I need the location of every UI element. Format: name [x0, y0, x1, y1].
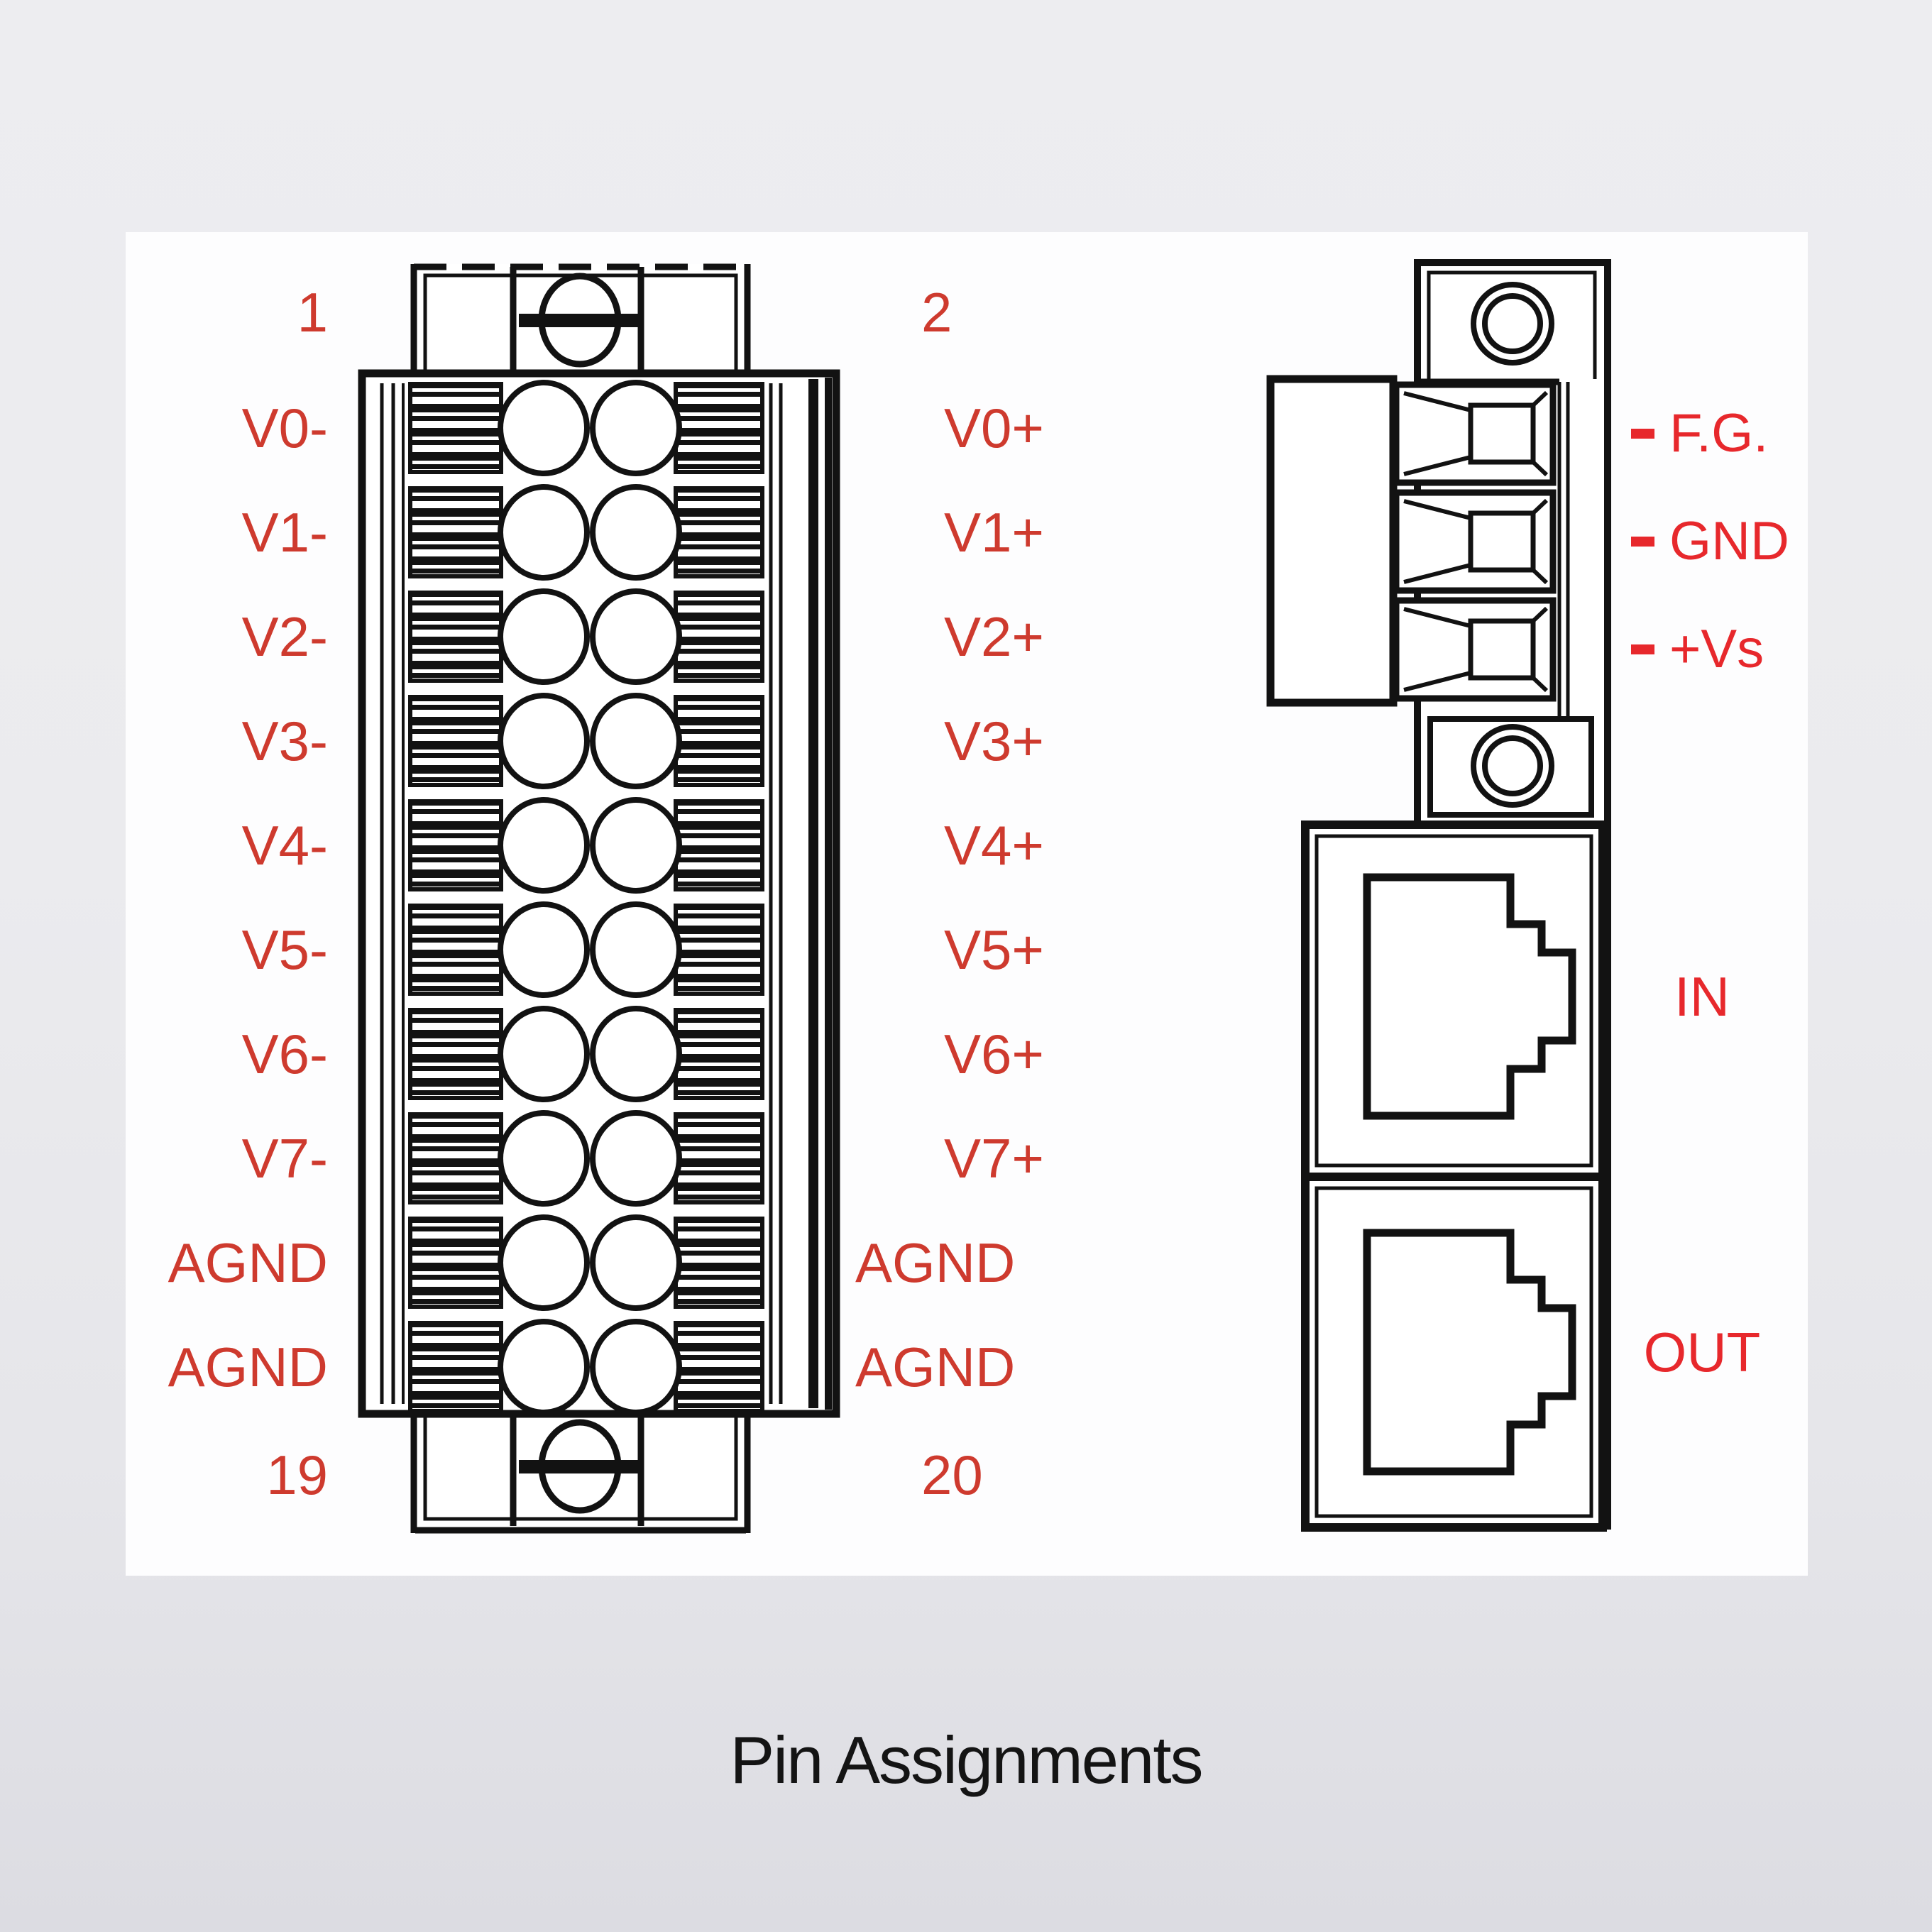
page-title: Pin Assignments: [730, 1723, 1204, 1797]
terminal-label-vs: +Vs: [1669, 619, 1764, 679]
terminal-dash-icon: [1631, 429, 1654, 439]
pin-label-right-9: AGND: [855, 1336, 1016, 1398]
pin-number-20: 20: [921, 1444, 983, 1506]
power-terminal-block: [1266, 375, 1570, 719]
pin-label-left-5: V5-: [241, 918, 328, 981]
terminal-label-fg: F.G.: [1669, 403, 1769, 463]
terminal-dash-icon: [1631, 644, 1654, 654]
left-terminal-connector: [358, 263, 840, 1534]
screw-icon: [519, 273, 641, 368]
pin-label-right-0: V0+: [944, 397, 1044, 459]
rj45-in-jack: [1301, 820, 1607, 1181]
pin-label-left-6: V6-: [241, 1023, 328, 1085]
pin-label-right-2: V2+: [944, 605, 1044, 668]
pin-label-left-0: V0-: [241, 397, 328, 459]
pin-label-right-3: V3+: [944, 710, 1044, 772]
screw-hole-icon: [1427, 716, 1594, 818]
screw-hole-icon: [1471, 282, 1554, 366]
pin-number-1: 1: [297, 281, 328, 344]
top-mounting-ear: [410, 263, 751, 373]
pin-label-right-4: V4+: [944, 814, 1044, 877]
pin-number-2: 2: [921, 281, 953, 344]
pin-label-left-7: V7-: [241, 1127, 328, 1190]
pin-label-right-5: V5+: [944, 918, 1044, 981]
port-label-out: OUT: [1643, 1321, 1761, 1383]
port-label-in: IN: [1674, 965, 1730, 1028]
terminal-clamp-vs: [1396, 600, 1553, 698]
pin-label-left-4: V4-: [241, 814, 328, 877]
terminal-dash-icon: [1631, 537, 1654, 547]
pin-label-left-2: V2-: [241, 605, 328, 668]
rj45-out-jack: [1301, 1173, 1607, 1532]
pin-label-right-8: AGND: [855, 1231, 1016, 1294]
pin-label-right-1: V1+: [944, 501, 1044, 564]
pin-label-left-1: V1-: [241, 501, 328, 564]
pin-label-right-6: V6+: [944, 1023, 1044, 1085]
terminal-clamp-fg: [1396, 385, 1553, 483]
pin-number-19: 19: [266, 1444, 328, 1506]
pin-label-left-3: V3-: [241, 710, 328, 772]
bottom-mounting-ear: [410, 1414, 751, 1534]
pin-label-right-7: V7+: [944, 1127, 1044, 1190]
terminal-clamp-gnd: [1396, 493, 1553, 591]
right-connector: [1266, 259, 1611, 1532]
screw-icon: [519, 1419, 641, 1514]
pin-label-left-9: AGND: [168, 1336, 328, 1398]
terminal-label-gnd: GND: [1669, 511, 1789, 571]
pin-label-left-8: AGND: [168, 1231, 328, 1294]
